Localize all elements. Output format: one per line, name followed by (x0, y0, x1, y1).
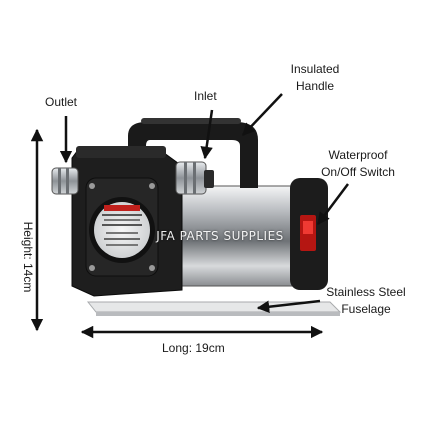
switch-arrow (317, 183, 349, 225)
inlet-fitting (175, 161, 214, 195)
height-label: Height: 14cm (21, 221, 35, 293)
handle-label-line2: Handle (295, 79, 335, 93)
fuselage-arrow (256, 299, 321, 313)
pump-face-plate (85, 177, 159, 277)
switch-label-line1: Waterproof (328, 148, 388, 162)
inlet-arrow (200, 109, 214, 160)
fuselage-label-line1: Stainless Steel (326, 285, 406, 299)
outlet-label: Outlet (45, 95, 78, 109)
base-plate (86, 301, 342, 316)
switch-label-line2: On/Off Switch (321, 165, 395, 179)
fuselage-label-line2: Fuselage (341, 302, 391, 316)
handle-label-line1: Insulated (290, 62, 340, 76)
motor-end-cap (290, 178, 328, 290)
outlet-fitting (51, 167, 79, 195)
handle-label: Insulated Handle (280, 62, 350, 94)
insulated-handle (128, 118, 258, 188)
fuselage-label: Stainless Steel Fuselage (320, 285, 412, 317)
switch-label: Waterproof On/Off Switch (312, 148, 404, 180)
length-label: Long: 19cm (162, 341, 225, 355)
handle-arrow (242, 93, 283, 136)
watermark-text: JFA PARTS SUPPLIES (156, 229, 284, 243)
inlet-label: Inlet (194, 89, 217, 103)
